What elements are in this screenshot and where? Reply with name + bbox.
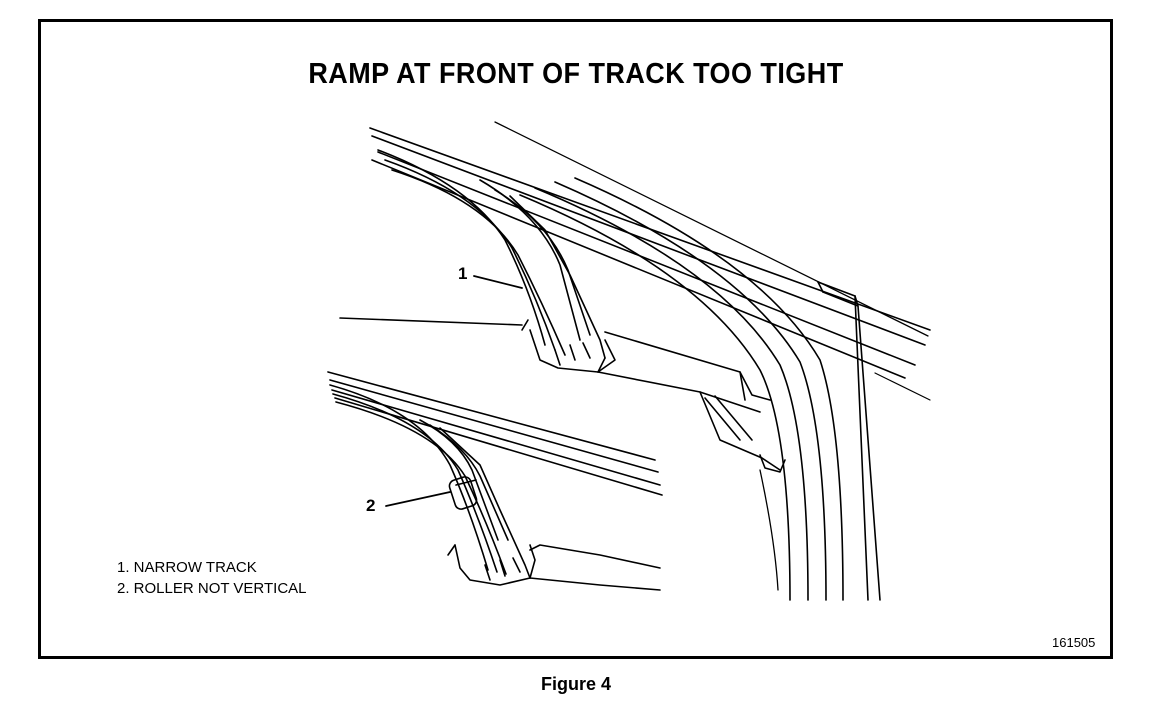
body-panel-curves <box>519 177 844 601</box>
callout-2: 2 <box>366 496 376 515</box>
callout-1: 1 <box>458 264 468 283</box>
pillar <box>817 281 881 601</box>
legend: 1. NARROW TRACK 2. ROLLER NOT VERTICAL <box>117 557 307 599</box>
callout-leaders <box>385 275 523 507</box>
lower-guide <box>529 544 661 591</box>
figure-title: RAMP AT FRONT OF TRACK TOO TIGHT <box>308 58 844 90</box>
upper-track <box>377 149 606 373</box>
lower-track <box>329 384 531 586</box>
figure-id: 161505 <box>1052 635 1096 650</box>
legend-item-1: 1. NARROW TRACK <box>117 559 257 576</box>
lower-roof-lines <box>327 371 663 496</box>
upper-roof-lines <box>369 121 931 401</box>
figure-frame <box>38 19 1113 659</box>
upper-guide <box>339 317 786 473</box>
figure-caption: Figure 4 <box>540 674 611 694</box>
legend-item-2: 2. ROLLER NOT VERTICAL <box>117 580 307 597</box>
